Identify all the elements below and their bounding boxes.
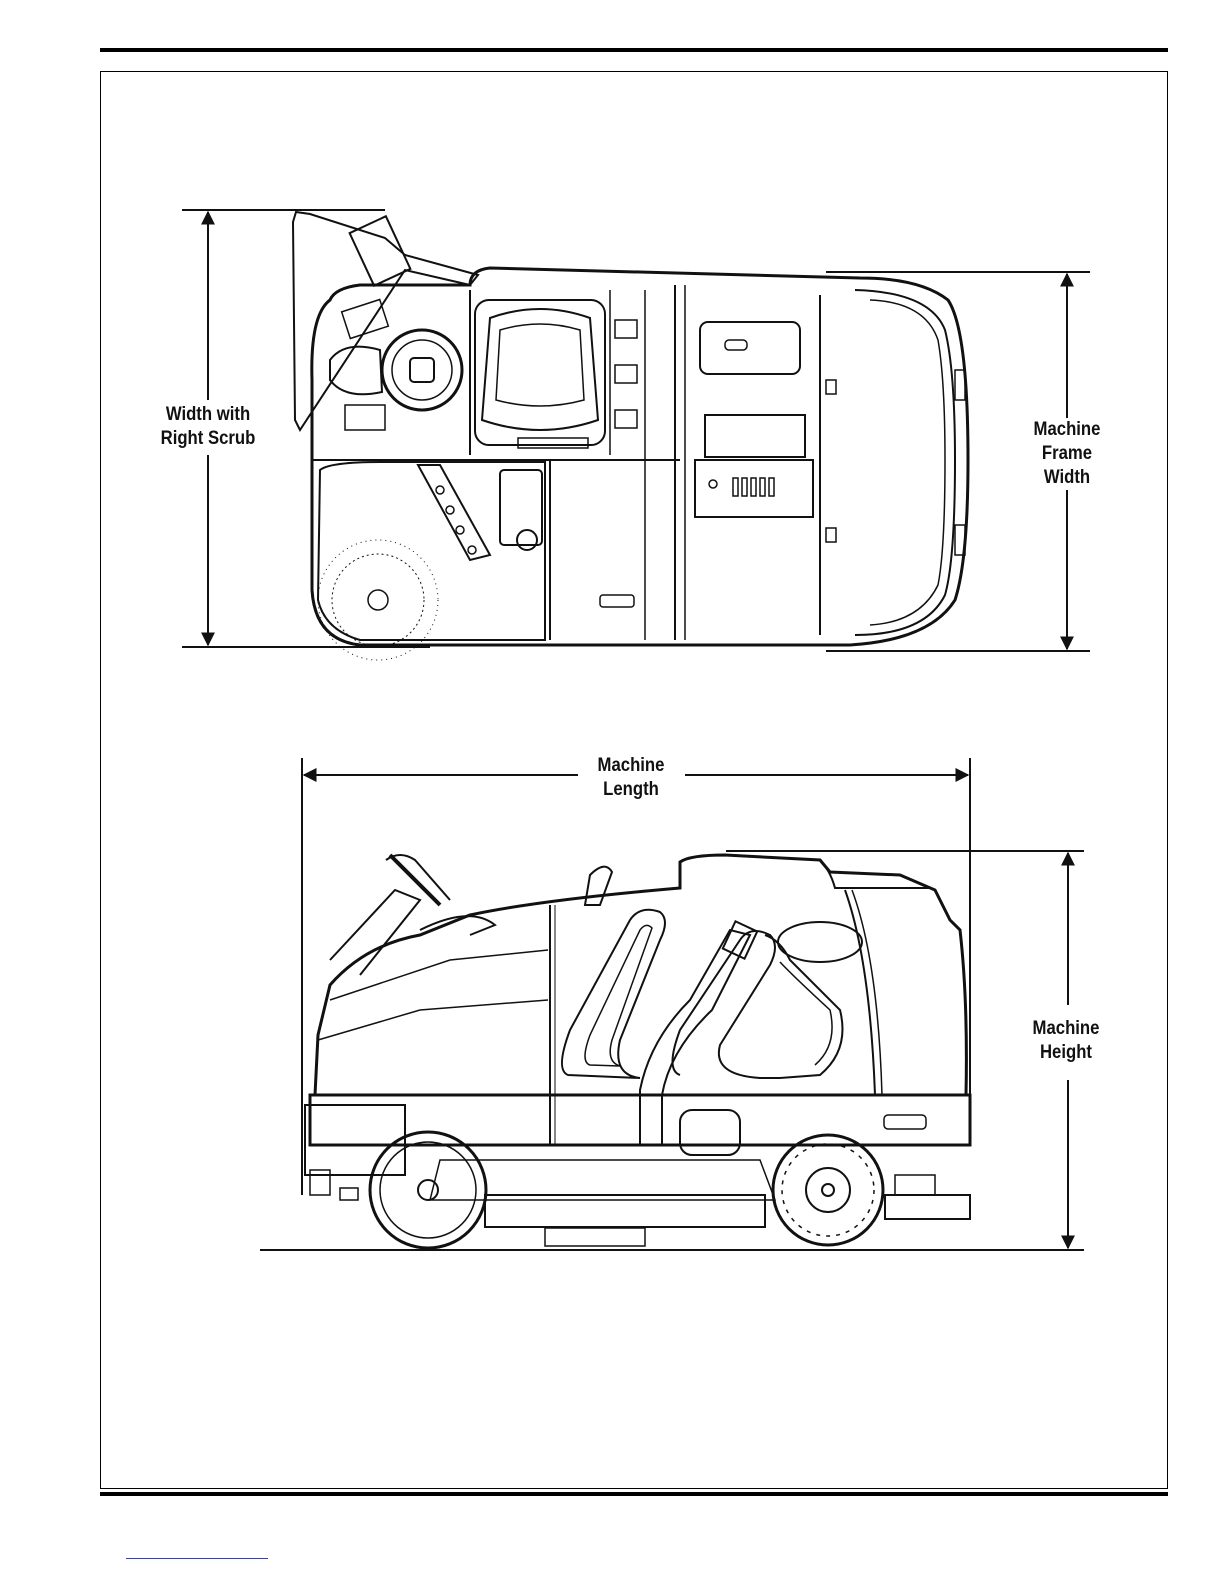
top-view-machine <box>182 210 1090 660</box>
label-machine-length: Machine Length <box>584 754 677 802</box>
label-width-right-scrub: Width with Right Scrub <box>155 403 261 451</box>
side-view-machine <box>305 855 970 1248</box>
bottom-rule <box>100 1492 1168 1496</box>
footer-link-underline[interactable] <box>126 1558 268 1559</box>
label-machine-height: Machine Height <box>1022 1017 1110 1065</box>
label-machine-frame-width: Machine Frame Width <box>1023 418 1111 490</box>
